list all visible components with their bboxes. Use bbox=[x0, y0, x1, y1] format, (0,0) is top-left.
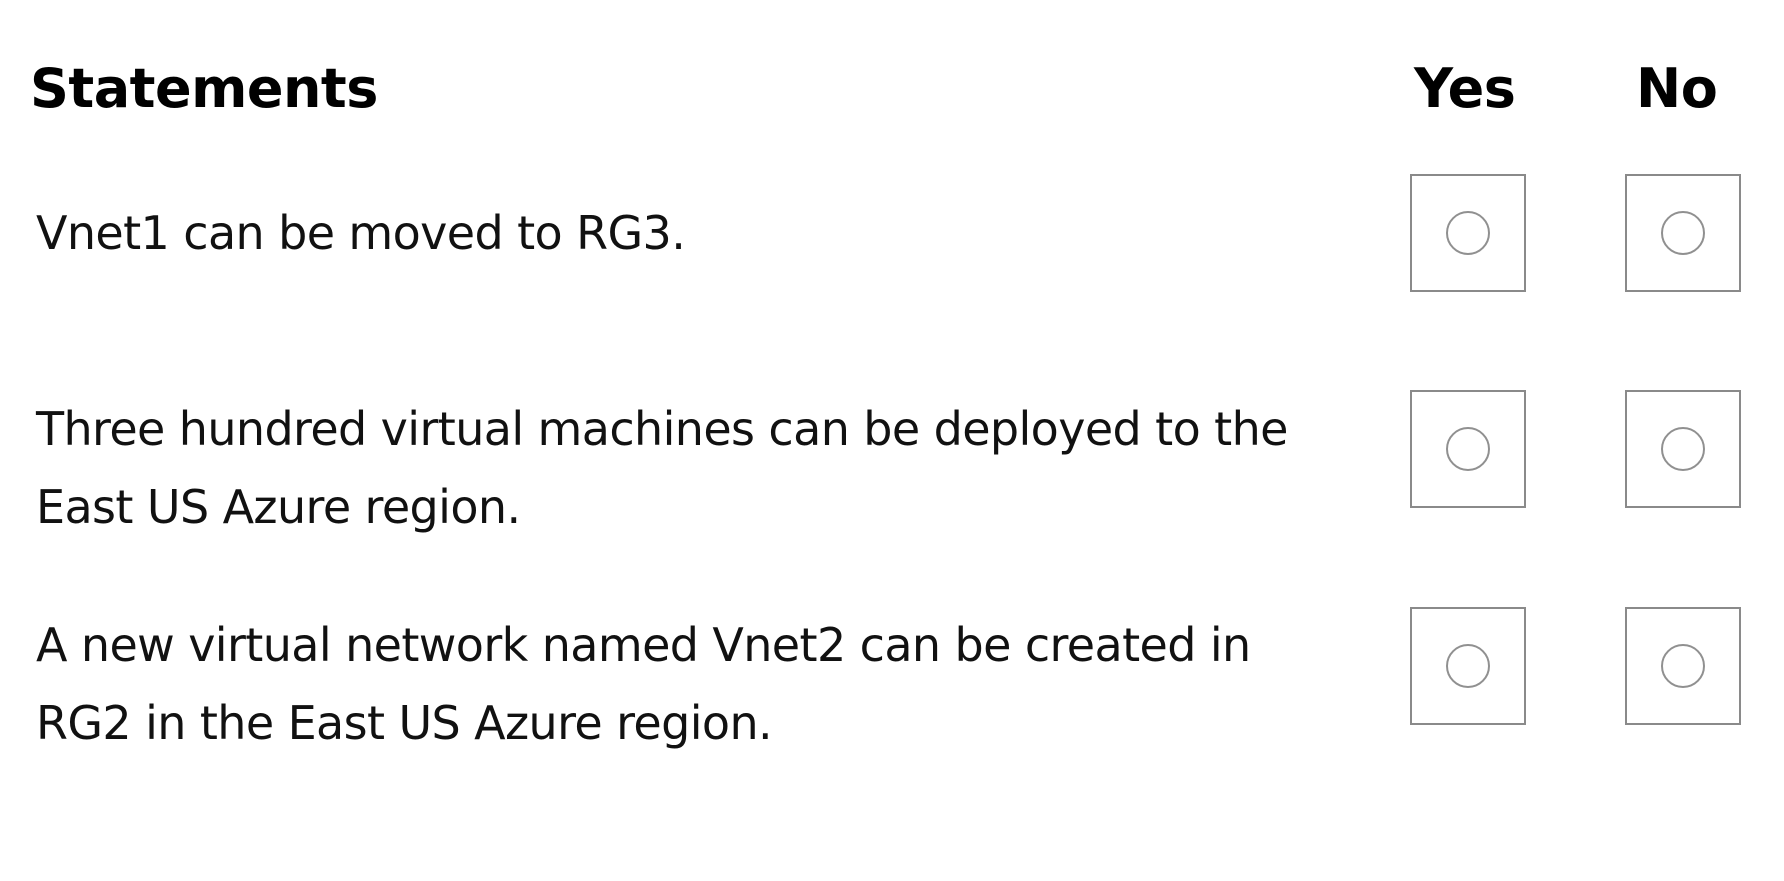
statement-2-yes-option[interactable] bbox=[1410, 390, 1526, 508]
statement-3-yes-option[interactable] bbox=[1410, 607, 1526, 725]
statement-1-no-option[interactable] bbox=[1625, 174, 1741, 292]
statement-3-no-option[interactable] bbox=[1625, 607, 1741, 725]
radio-button-empty-icon[interactable] bbox=[1446, 211, 1490, 255]
radio-button-empty-icon[interactable] bbox=[1661, 211, 1705, 255]
radio-button-empty-icon[interactable] bbox=[1661, 644, 1705, 688]
statement-3-text: A new virtual network named Vnet2 can be… bbox=[36, 618, 1251, 750]
statements-header: Statements bbox=[30, 57, 378, 120]
statement-2-no-option[interactable] bbox=[1625, 390, 1741, 508]
statement-1-yes-option[interactable] bbox=[1410, 174, 1526, 292]
statement-1-text: Vnet1 can be moved to RG3. bbox=[36, 206, 686, 260]
statement-2-text: Three hundred virtual machines can be de… bbox=[36, 402, 1288, 534]
no-header: No bbox=[1636, 57, 1718, 120]
radio-button-empty-icon[interactable] bbox=[1446, 644, 1490, 688]
radio-button-empty-icon[interactable] bbox=[1446, 427, 1490, 471]
radio-button-empty-icon[interactable] bbox=[1661, 427, 1705, 471]
yes-header: Yes bbox=[1414, 57, 1516, 120]
